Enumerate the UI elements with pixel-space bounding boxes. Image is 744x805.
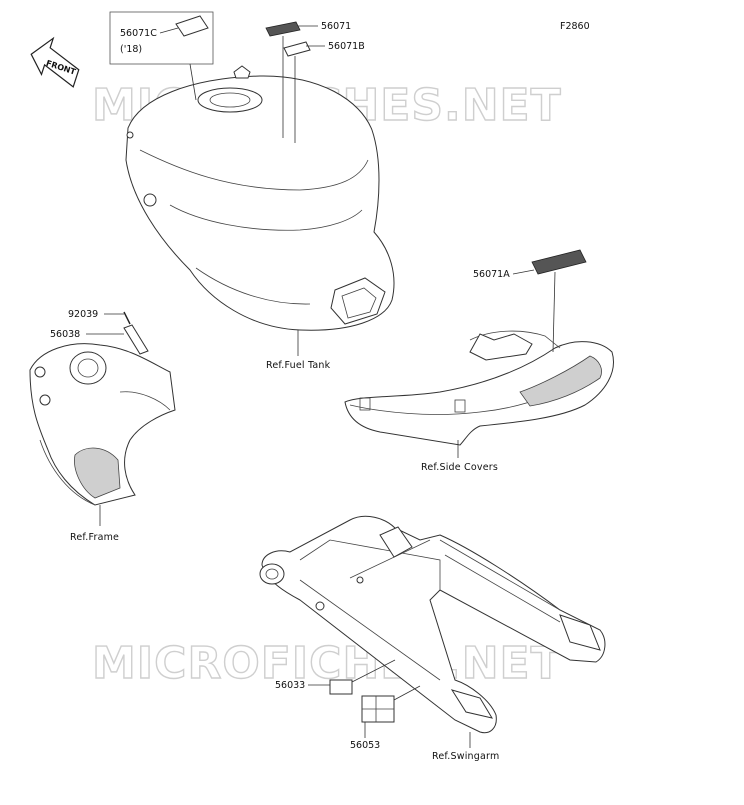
- part-92039: 92039: [68, 309, 98, 320]
- swingarm-drawing: [259, 515, 606, 734]
- ref-side-covers: Ref.Side Covers: [421, 462, 498, 473]
- part-56071B: 56071B: [328, 41, 365, 52]
- fuel-tank-drawing: [125, 65, 395, 331]
- part-56038-drawing: [123, 324, 149, 355]
- label-56033-decal: [329, 679, 353, 695]
- front-arrow-icon: FRONT: [30, 36, 80, 88]
- part-56071C-note: ('18): [120, 44, 142, 55]
- ref-fuel-tank: Ref.Fuel Tank: [266, 360, 331, 371]
- part-56038: 56038: [50, 329, 80, 340]
- part-56033: 56033: [275, 680, 305, 691]
- ref-frame: Ref.Frame: [70, 532, 119, 543]
- figure-code: F2860: [560, 21, 590, 32]
- part-56053: 56053: [350, 740, 380, 751]
- ref-swingarm: Ref.Swingarm: [432, 751, 499, 762]
- label-56071B-decal: [283, 41, 311, 57]
- part-56071: 56071: [321, 21, 351, 32]
- label-56071-decal: [265, 21, 301, 37]
- watermark-bottom: MICROFICHES.NET: [92, 638, 562, 689]
- part-56071C: 56071C: [120, 28, 157, 39]
- callout-box-56071C: [109, 11, 214, 65]
- part-56071A: 56071A: [473, 269, 510, 280]
- side-covers-drawing: [344, 330, 614, 446]
- label-56071C-decal: [175, 15, 209, 37]
- label-56071A-decal: [531, 249, 587, 275]
- frame-drawing: [29, 343, 176, 506]
- label-56053-decal: [361, 695, 395, 723]
